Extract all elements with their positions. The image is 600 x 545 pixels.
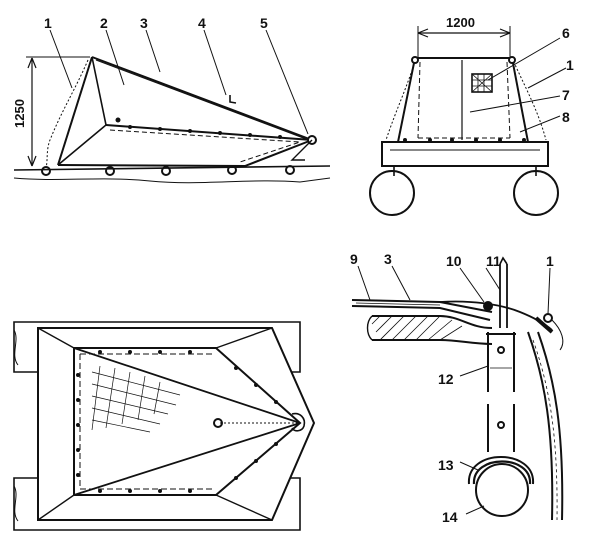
detail-label-11: 11 — [486, 253, 501, 269]
plan-view — [13, 321, 316, 531]
front-label-6: 6 — [562, 25, 570, 41]
detail-label-3: 3 — [384, 251, 392, 267]
front-label-8: 8 — [562, 109, 570, 125]
detail-label-1: 1 — [546, 253, 554, 269]
height-dimension: 1250 — [12, 99, 27, 128]
side-label-4: 4 — [198, 15, 206, 31]
detail-label-13: 13 — [438, 457, 454, 473]
side-label-5: 5 — [260, 15, 268, 31]
side-label-1: 1 — [44, 15, 52, 31]
detail-label-9: 9 — [350, 251, 358, 267]
detail-label-10: 10 — [446, 253, 462, 269]
detail-labels: 9 3 10 11 1 12 13 14 — [350, 251, 554, 525]
side-view — [13, 29, 331, 184]
detail-section — [351, 256, 564, 521]
side-view-labels: 1250 1 2 3 4 5 — [12, 15, 268, 128]
front-view — [369, 26, 567, 216]
front-view-labels: 1200 6 1 7 8 — [446, 15, 574, 125]
front-label-1: 1 — [566, 57, 574, 73]
side-label-2: 2 — [100, 15, 108, 31]
detail-label-14: 14 — [442, 509, 458, 525]
detail-label-12: 12 — [438, 371, 454, 387]
front-label-7: 7 — [562, 87, 570, 103]
width-dimension: 1200 — [446, 15, 475, 30]
side-label-3: 3 — [140, 15, 148, 31]
